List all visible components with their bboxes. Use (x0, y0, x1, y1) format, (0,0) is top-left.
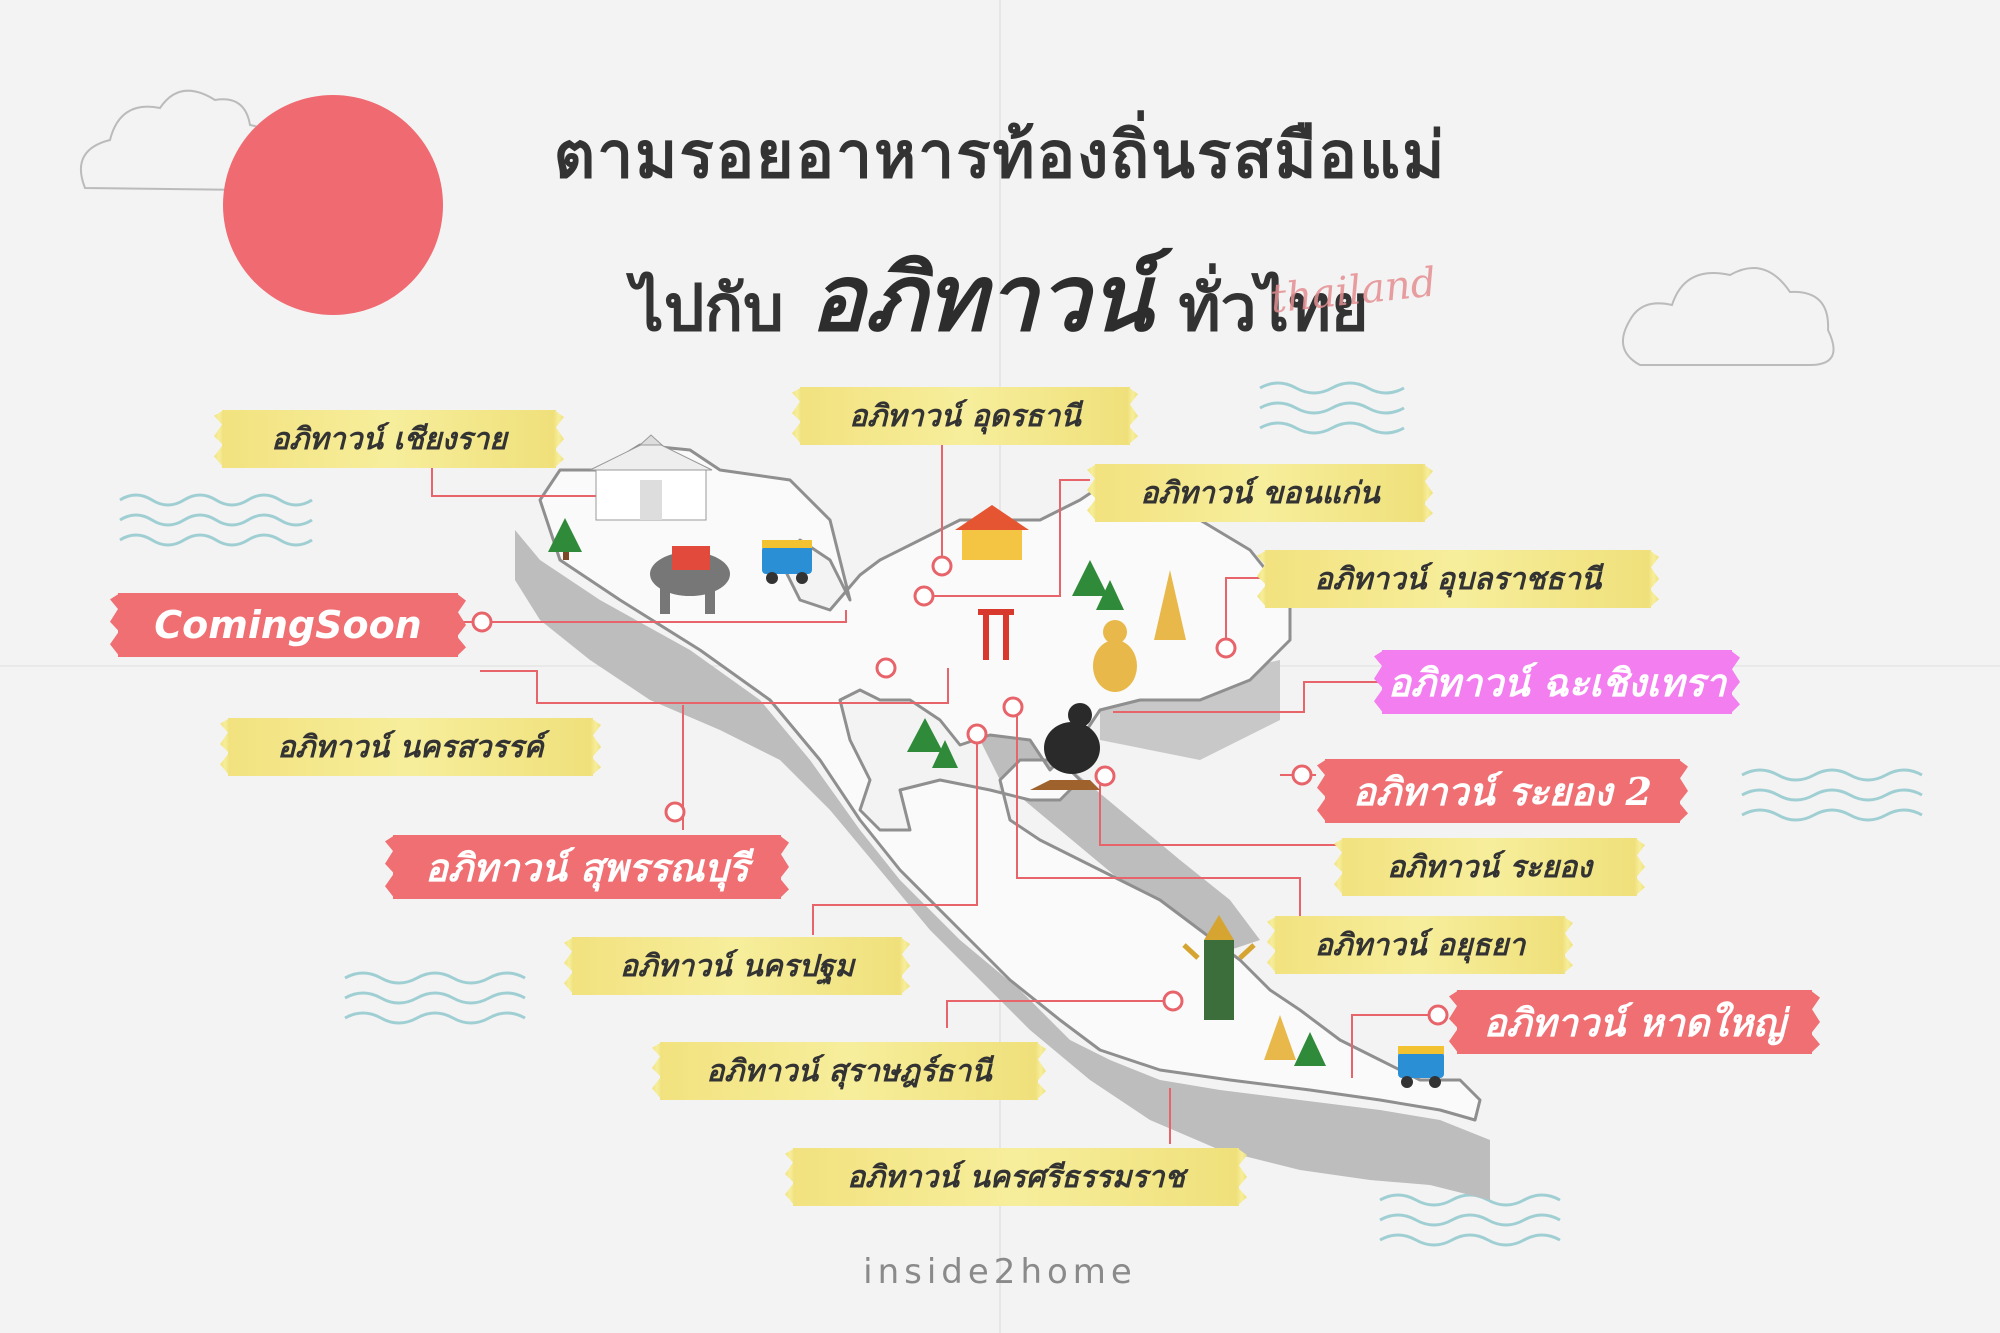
statue-icon (1030, 703, 1100, 790)
location-pin-icon (875, 657, 897, 679)
label-rayong: อภิทาวน์ ระยอง (1342, 838, 1637, 896)
location-pin-icon (966, 723, 988, 745)
dancer-icon (1182, 915, 1256, 1020)
location-pin-icon (1162, 990, 1184, 1012)
location-pin-icon (471, 611, 493, 633)
buddha-icon (1093, 620, 1137, 692)
sun-icon (223, 95, 443, 315)
label-coming-soon: ComingSoon (118, 593, 458, 657)
tuktuk-icon (1398, 1046, 1444, 1088)
map-shadow (515, 530, 1490, 1200)
waves-icon (1741, 768, 1923, 822)
tuktuk-icon (762, 540, 812, 584)
label-suratthani: อภิทาวน์ สุราษฎร์ธานี (660, 1042, 1038, 1100)
location-pin-icon (1002, 696, 1024, 718)
label-chachoengsao: อภิทาวน์ ฉะเชิงเทรา (1382, 650, 1732, 714)
label-nakhonsi: อภิทาวน์ นครศรีธรรมราช (793, 1148, 1239, 1206)
location-pin-icon (1427, 1004, 1449, 1026)
cloud-icon (1621, 267, 1835, 366)
footer-brand: inside2home (863, 1252, 1137, 1292)
temple-icon (955, 505, 1029, 560)
label-hatyai: อภิทาวน์ หาดใหญ่ (1457, 990, 1812, 1054)
subtitle-prefix: ไปกับ (631, 272, 784, 346)
subtitle-suffix: ทั่วไทย (1178, 272, 1369, 346)
waves-icon (344, 971, 526, 1025)
label-chiangrai: อภิทาวน์ เชียงราย (222, 410, 556, 468)
label-udonthani: อภิทาวน์ อุดรธานี (800, 387, 1130, 445)
location-pin-icon (1094, 765, 1116, 787)
brand-name: อภิทาวน์ (809, 244, 1153, 352)
location-pin-icon (664, 801, 686, 823)
label-nakhonpathom: อภิทาวน์ นครปฐม (572, 937, 902, 995)
location-pin-icon (1215, 637, 1237, 659)
tree-icon (548, 518, 1326, 1066)
page-title: ตามรอยอาหารท้องถิ่นรสมือแม่ (553, 119, 1447, 193)
stupa-icon (1154, 570, 1296, 1060)
label-nakhonsawan: อภิทาวน์ นครสวรรค์ (228, 718, 593, 776)
thailand-map (538, 443, 1482, 1122)
waves-icon (1379, 1193, 1561, 1247)
label-ubon: อภิทาวน์ อุบลราชธานี (1265, 550, 1651, 608)
location-pin-icon (931, 555, 953, 577)
location-pin-icon (1291, 764, 1313, 786)
connector-lines (431, 427, 1438, 1144)
waves-icon (119, 493, 313, 547)
label-suphanburi: อภิทาวน์ สุพรรณบุรี (393, 835, 781, 899)
temple-icon (589, 434, 713, 521)
label-rayong2: อภิทาวน์ ระยอง 2 (1325, 759, 1680, 823)
label-ayutthaya: อภิทาวน์ อยุธยา (1275, 916, 1565, 974)
page-subtitle: ไปกับ อภิทาวน์ ทั่วไทย (0, 224, 2000, 371)
giant-swing-icon (978, 609, 1014, 660)
elephant-icon (650, 546, 730, 614)
location-pin-icon (913, 585, 935, 607)
waves-icon (1259, 381, 1405, 435)
label-khonkaen: อภิทาวน์ ขอนแก่น (1095, 464, 1425, 522)
